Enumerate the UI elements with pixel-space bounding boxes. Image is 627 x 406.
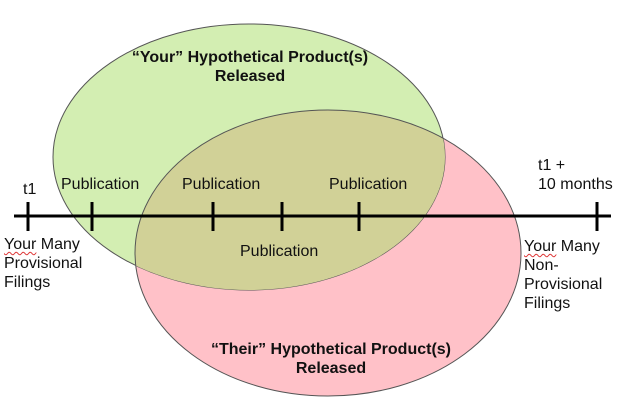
right-note-rest: Many [556,238,600,255]
left-note-line1: Your Many [4,235,82,254]
left-note-line2: Provisional [4,254,82,273]
your-products-label: “Your” Hypothetical Product(s) Released [100,48,400,86]
left-note-line3: Filings [4,273,82,292]
t1-label: t1 [23,180,36,199]
provisional-filings-note: Your Many Provisional Filings [4,235,82,292]
right-note-word: Your [524,238,556,255]
right-note-line1: Your Many [524,237,602,256]
end-label-line2: 10 months [538,175,613,194]
non-provisional-filings-note: Your Many Non- Provisional Filings [524,237,602,313]
publication-label: Publication [61,175,139,194]
their-products-line2: Released [181,359,481,378]
t1-plus-10-months-label: t1 + 10 months [538,156,613,194]
publication-label: Publication [329,175,407,194]
your-products-line1: “Your” Hypothetical Product(s) [100,48,400,67]
right-note-line2: Non- [524,256,602,275]
end-label-line1: t1 + [538,156,613,175]
left-note-rest: Many [36,236,80,253]
publication-label: Publication [182,175,260,194]
their-products-label: “Their” Hypothetical Product(s) Released [181,340,481,378]
left-note-word: Your [4,236,36,253]
their-products-line1: “Their” Hypothetical Product(s) [181,340,481,359]
right-note-line4: Filings [524,294,602,313]
right-note-line3: Provisional [524,275,602,294]
publication-label: Publication [240,242,318,261]
your-products-line2: Released [100,67,400,86]
